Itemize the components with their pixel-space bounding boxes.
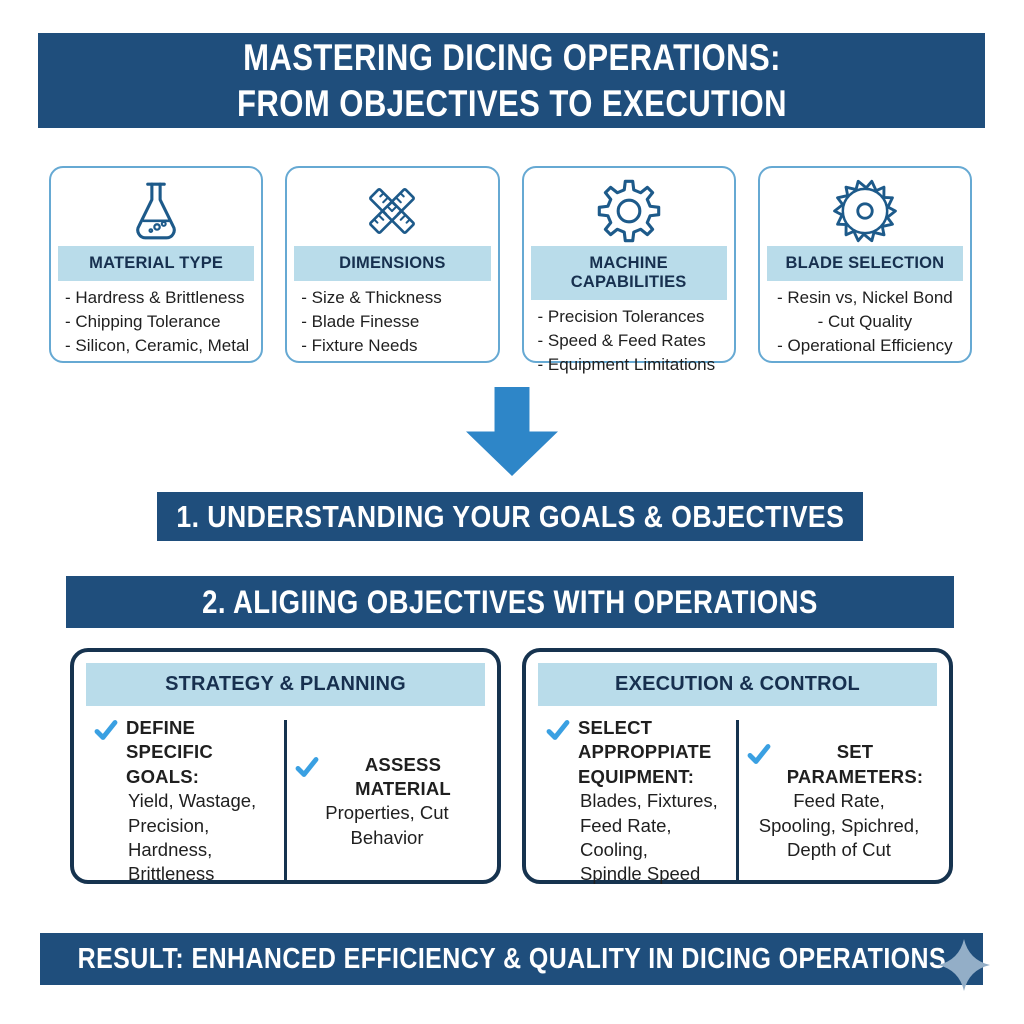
sparkle-icon xyxy=(938,939,990,991)
factor-card-items: - Hardress & Brittleness - Chipping Tole… xyxy=(51,286,261,358)
factor-card-items: - Precision Tolerances - Speed & Feed Ra… xyxy=(524,305,734,377)
column-lines: Yield, Wastage, Precision, Hardness, Bri… xyxy=(128,789,278,887)
factor-item: - Equipment Limitations xyxy=(537,355,716,375)
column-line: Spindle Speed xyxy=(580,863,701,885)
material-type-card: MATERIAL TYPE - Hardress & Brittleness -… xyxy=(49,166,264,363)
process-column: SET PARAMETERS: Feed Rate, Spooling, Spi… xyxy=(739,710,937,893)
column-line: Feed Rate, Cooling, xyxy=(580,814,672,861)
factor-card-items: - Size & Thickness - Blade Finesse - Fix… xyxy=(287,286,497,358)
process-column: SELECT APPROPPIATE EQUIPMENT: Blades, Fi… xyxy=(538,710,736,893)
factor-item: - Operational Efficiency xyxy=(777,336,953,356)
factor-card-title: BLADE SELECTION xyxy=(766,246,963,281)
process-card-columns: DEFINE SPECIFIC GOALS: Yield, Wastage, P… xyxy=(86,710,485,893)
factor-item: - Speed & Feed Rates xyxy=(537,331,706,351)
step-1-banner: 1. UNDERSTANDING YOUR GOALS & OBJECTIVES xyxy=(157,492,863,541)
column-lines: Feed Rate, Spooling, Spichred, Depth of … xyxy=(759,789,919,862)
check-icon xyxy=(295,756,319,777)
result-label: RESULT: ENHANCED EFFICIENCY & QUALITY IN… xyxy=(77,942,946,975)
gear-icon xyxy=(596,178,662,244)
result-banner: RESULT: ENHANCED EFFICIENCY & QUALITY IN… xyxy=(40,933,983,985)
check-row: ASSESS MATERIAL xyxy=(295,753,479,802)
check-row: DEFINE SPECIFIC GOALS: xyxy=(94,716,278,789)
column-heading: ASSESS MATERIAL xyxy=(355,753,451,800)
factor-item: - Resin vs, Nickel Bond xyxy=(777,288,953,307)
column-line: Feed Rate, xyxy=(793,790,885,812)
column-lines: Blades, Fixtures, Feed Rate, Cooling, Sp… xyxy=(580,789,730,887)
check-row: SET PARAMETERS: xyxy=(747,740,931,789)
factor-card-title: MATERIAL TYPE xyxy=(58,246,255,281)
factor-item: - Size & Thickness xyxy=(301,288,442,307)
column-line: Blades, Fixtures, xyxy=(580,790,718,812)
column-divider xyxy=(284,720,287,881)
process-card-title: STRATEGY & PLANNING xyxy=(86,663,485,706)
machine-capabilities-card: MACHINE CAPABILITIES - Precision Toleran… xyxy=(521,166,736,374)
factor-cards-row: MATERIAL TYPE - Hardress & Brittleness -… xyxy=(49,166,972,374)
factor-item: - Blade Finesse xyxy=(301,312,420,332)
down-arrow-icon xyxy=(466,387,558,476)
step-1-label: 1. UNDERSTANDING YOUR GOALS & OBJECTIVES xyxy=(176,498,845,534)
column-heading: DEFINE SPECIFIC GOALS: xyxy=(126,717,213,787)
process-card-columns: SELECT APPROPPIATE EQUIPMENT: Blades, Fi… xyxy=(538,710,937,893)
check-icon xyxy=(94,720,118,740)
column-line: Precision, xyxy=(128,814,210,836)
column-heading: SELECT APPROPPIATE EQUIPMENT: xyxy=(578,717,712,787)
factor-card-items: - Resin vs, Nickel Bond - Cut Quality - … xyxy=(760,286,970,358)
column-line: Depth of Cut xyxy=(787,839,891,861)
dimensions-card: DIMENSIONS - Size & Thickness - Blade Fi… xyxy=(285,166,500,363)
step-2-banner: 2. ALIGIING OBJECTIVES WITH OPERATIONS xyxy=(66,576,954,628)
header-banner: MASTERING DICING OPERATIONS: FROM OBJECT… xyxy=(38,33,985,128)
column-line: Spooling, Spichred, xyxy=(758,814,920,836)
blade-selection-card: BLADE SELECTION - Resin vs, Nickel Bond … xyxy=(757,166,972,363)
column-lines: Properties, Cut Behavior xyxy=(295,801,479,850)
process-column: ASSESS MATERIAL Properties, Cut Behavior xyxy=(287,710,485,893)
factor-card-title: DIMENSIONS xyxy=(294,246,491,281)
factor-item: - Fixture Needs xyxy=(301,336,418,356)
column-line: Hardness, Brittleness xyxy=(128,839,215,885)
process-cards-row: STRATEGY & PLANNING DEFINE SPECIFIC GOAL… xyxy=(70,648,953,884)
process-card-title: EXECUTION & CONTROL xyxy=(538,663,937,706)
rulers-icon xyxy=(359,178,425,244)
factor-item: - Silicon, Ceramic, Metal xyxy=(65,336,250,356)
execution-control-card: EXECUTION & CONTROL SELECT APPROPPIATE E… xyxy=(522,648,953,884)
page-title: MASTERING DICING OPERATIONS: FROM OBJECT… xyxy=(236,37,787,124)
process-column: DEFINE SPECIFIC GOALS: Yield, Wastage, P… xyxy=(86,710,284,893)
column-divider xyxy=(736,720,739,881)
step-2-label: 2. ALIGIING OBJECTIVES WITH OPERATIONS xyxy=(202,583,818,620)
saw-blade-icon xyxy=(832,178,898,244)
strategy-planning-card: STRATEGY & PLANNING DEFINE SPECIFIC GOAL… xyxy=(70,648,501,884)
column-line: Properties, Cut Behavior xyxy=(325,802,449,848)
check-row: SELECT APPROPPIATE EQUIPMENT: xyxy=(546,716,730,789)
factor-item: - Chipping Tolerance xyxy=(65,312,221,332)
factor-item: - Cut Quality xyxy=(817,312,913,332)
factor-card-title: MACHINE CAPABILITIES xyxy=(530,246,727,300)
check-icon xyxy=(546,720,570,740)
check-icon xyxy=(747,744,771,765)
column-line: Yield, Wastage, xyxy=(128,790,257,812)
factor-item: - Hardress & Brittleness xyxy=(65,288,245,307)
column-heading: SET PARAMETERS: xyxy=(786,741,924,787)
factor-item: - Precision Tolerances xyxy=(537,307,705,326)
flask-icon xyxy=(123,178,189,244)
